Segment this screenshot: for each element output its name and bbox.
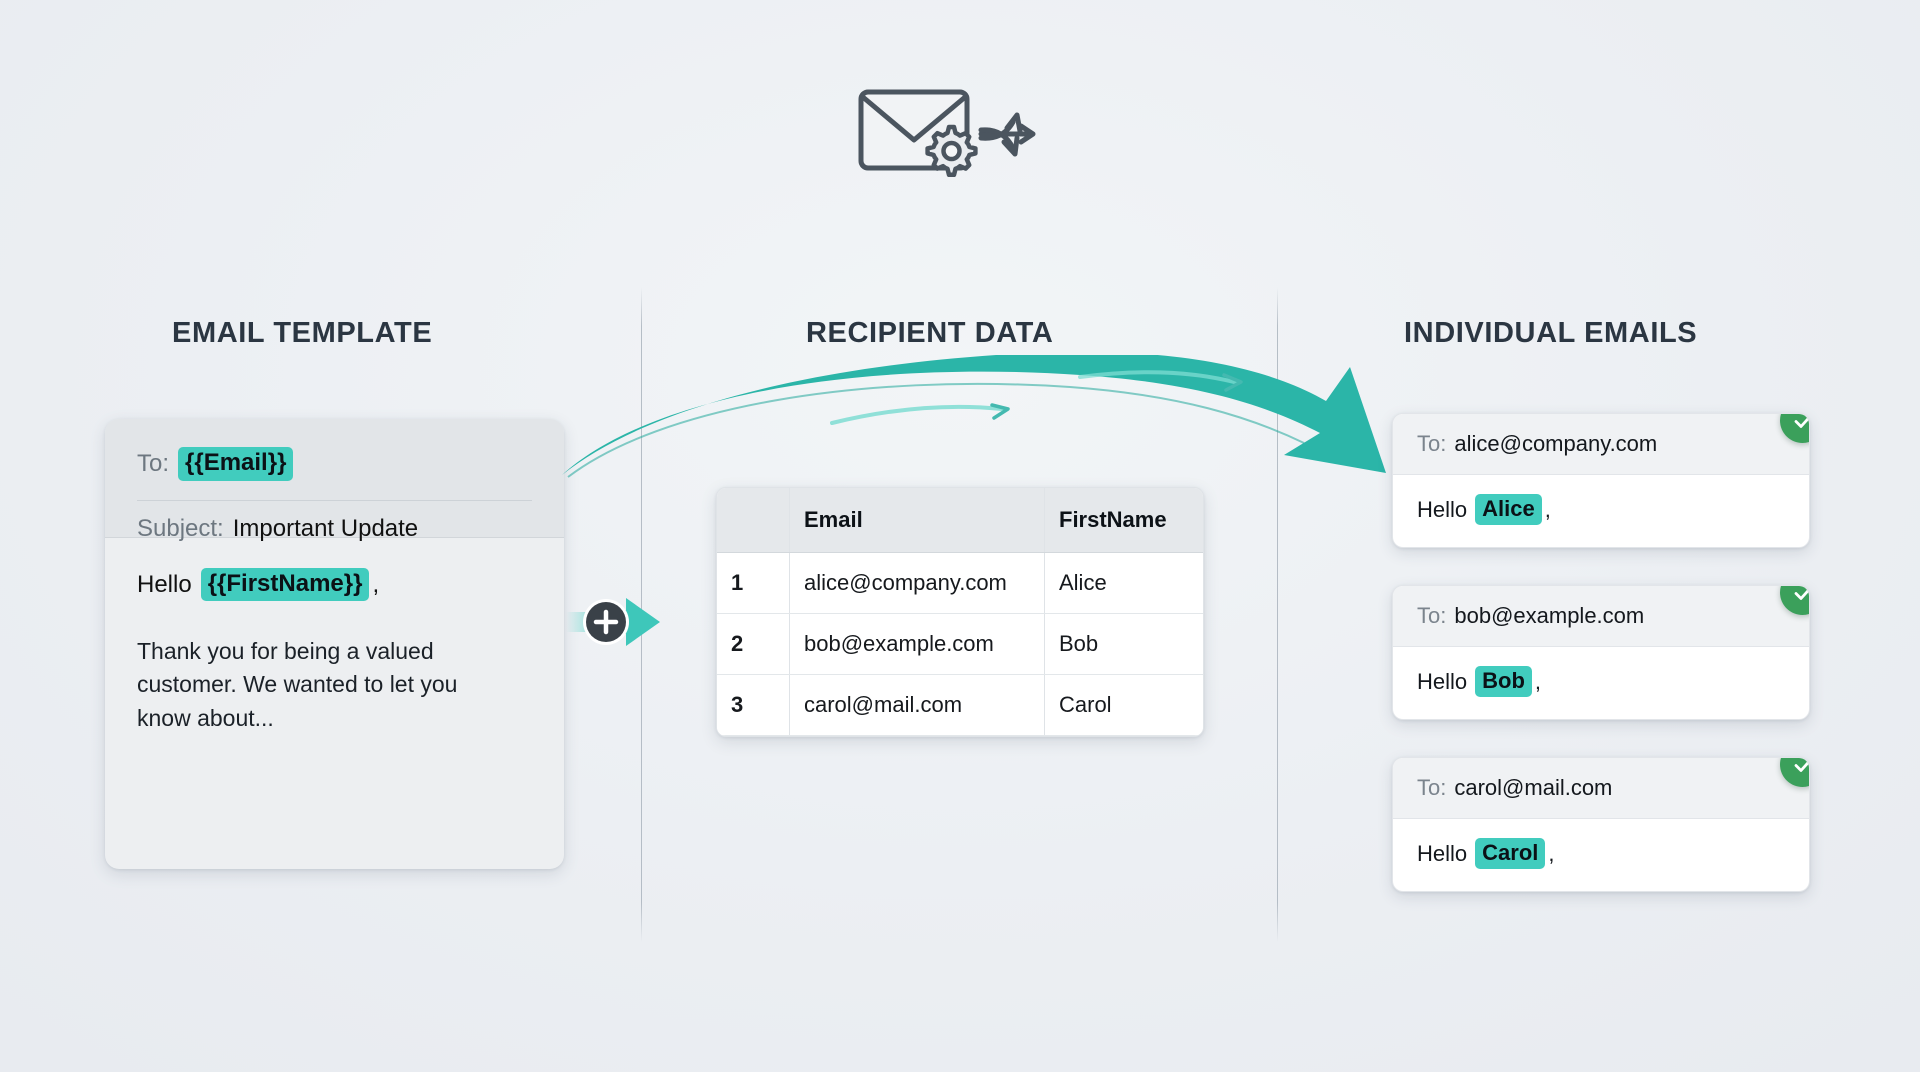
template-greeting-label: Hello — [137, 570, 192, 598]
email-greeting-label: Hello — [1417, 840, 1468, 866]
email-merged-name: Carol — [1475, 838, 1546, 869]
template-to-token: {{Email}} — [178, 447, 294, 481]
email-merged-name: Alice — [1475, 494, 1542, 525]
email-to-label: To: — [1417, 431, 1447, 456]
email-to-row: To: carol@mail.com — [1393, 758, 1809, 819]
table-header-email: Email — [789, 488, 1045, 553]
template-subject-label: Subject: — [137, 514, 224, 542]
row-firstname: Bob — [1044, 613, 1203, 675]
column-divider-right — [1277, 287, 1278, 942]
email-to-value: alice@company.com — [1454, 431, 1658, 456]
row-firstname: Carol — [1044, 674, 1203, 736]
row-email: alice@company.com — [789, 552, 1045, 614]
merge-plus-icon — [566, 592, 674, 652]
email-template-card[interactable]: To: {{Email}} Subject: Important Update … — [105, 419, 564, 869]
template-subject-value: Important Update — [232, 514, 419, 542]
email-to-value: bob@example.com — [1454, 603, 1645, 628]
email-to-value: carol@mail.com — [1454, 775, 1613, 800]
template-header: To: {{Email}} Subject: Important Update — [105, 419, 564, 542]
template-to-row: To: {{Email}} — [137, 447, 532, 481]
email-to-row: To: alice@company.com — [1393, 414, 1809, 475]
email-to-label: To: — [1417, 603, 1447, 628]
email-greeting-label: Hello — [1417, 496, 1468, 522]
table-header-index — [717, 488, 790, 553]
column-title-email-template: EMAIL TEMPLATE — [172, 317, 433, 349]
email-greeting-label: Hello — [1417, 668, 1468, 694]
email-body-row: Hello Alice , — [1393, 475, 1809, 547]
column-title-individual-emails: INDIVIDUAL EMAILS — [1404, 317, 1698, 349]
email-body-row: Hello Bob , — [1393, 647, 1809, 719]
email-merged-name: Bob — [1475, 666, 1532, 697]
individual-email-card[interactable]: To: alice@company.com Hello Alice , — [1392, 413, 1810, 548]
table-header-row: Email FirstName — [717, 488, 1203, 553]
row-email: carol@mail.com — [789, 674, 1045, 736]
template-to-label: To: — [137, 449, 170, 477]
individual-email-card[interactable]: To: carol@mail.com Hello Carol , — [1392, 757, 1810, 892]
table-row[interactable]: 2 bob@example.com Bob — [717, 613, 1203, 675]
recipient-data-table[interactable]: Email FirstName 1 alice@company.com Alic… — [716, 487, 1204, 737]
envelope-gear-distribute-icon — [855, 78, 1055, 188]
column-title-recipient-data: RECIPIENT DATA — [806, 317, 1054, 349]
template-divider — [137, 499, 532, 501]
individual-email-card[interactable]: To: bob@example.com Hello Bob , — [1392, 585, 1810, 720]
template-body-text: Thank you for being a valued customer. W… — [137, 638, 458, 731]
table-row[interactable]: 3 carol@mail.com Carol — [717, 674, 1203, 736]
table-header-firstname: FirstName — [1044, 488, 1203, 553]
email-body-row: Hello Carol , — [1393, 819, 1809, 891]
email-to-label: To: — [1417, 775, 1447, 800]
template-greeting-comma: , — [372, 570, 380, 598]
row-index: 3 — [717, 674, 790, 736]
template-firstname-token: {{FirstName}} — [200, 568, 370, 601]
template-greeting-row: Hello {{FirstName}} , — [137, 568, 532, 601]
row-index: 2 — [717, 613, 790, 675]
email-greeting-comma: , — [1548, 840, 1555, 866]
email-greeting-comma: , — [1534, 668, 1542, 694]
email-to-row: To: bob@example.com — [1393, 586, 1809, 647]
template-subject-row: Subject: Important Update — [137, 515, 532, 544]
row-index: 1 — [717, 552, 790, 614]
row-email: bob@example.com — [789, 613, 1045, 675]
email-greeting-comma: , — [1544, 496, 1551, 522]
table-row[interactable]: 1 alice@company.com Alice — [717, 552, 1203, 614]
template-body: Hello {{FirstName}} , Thank you for bein… — [105, 538, 564, 765]
row-firstname: Alice — [1044, 552, 1203, 614]
